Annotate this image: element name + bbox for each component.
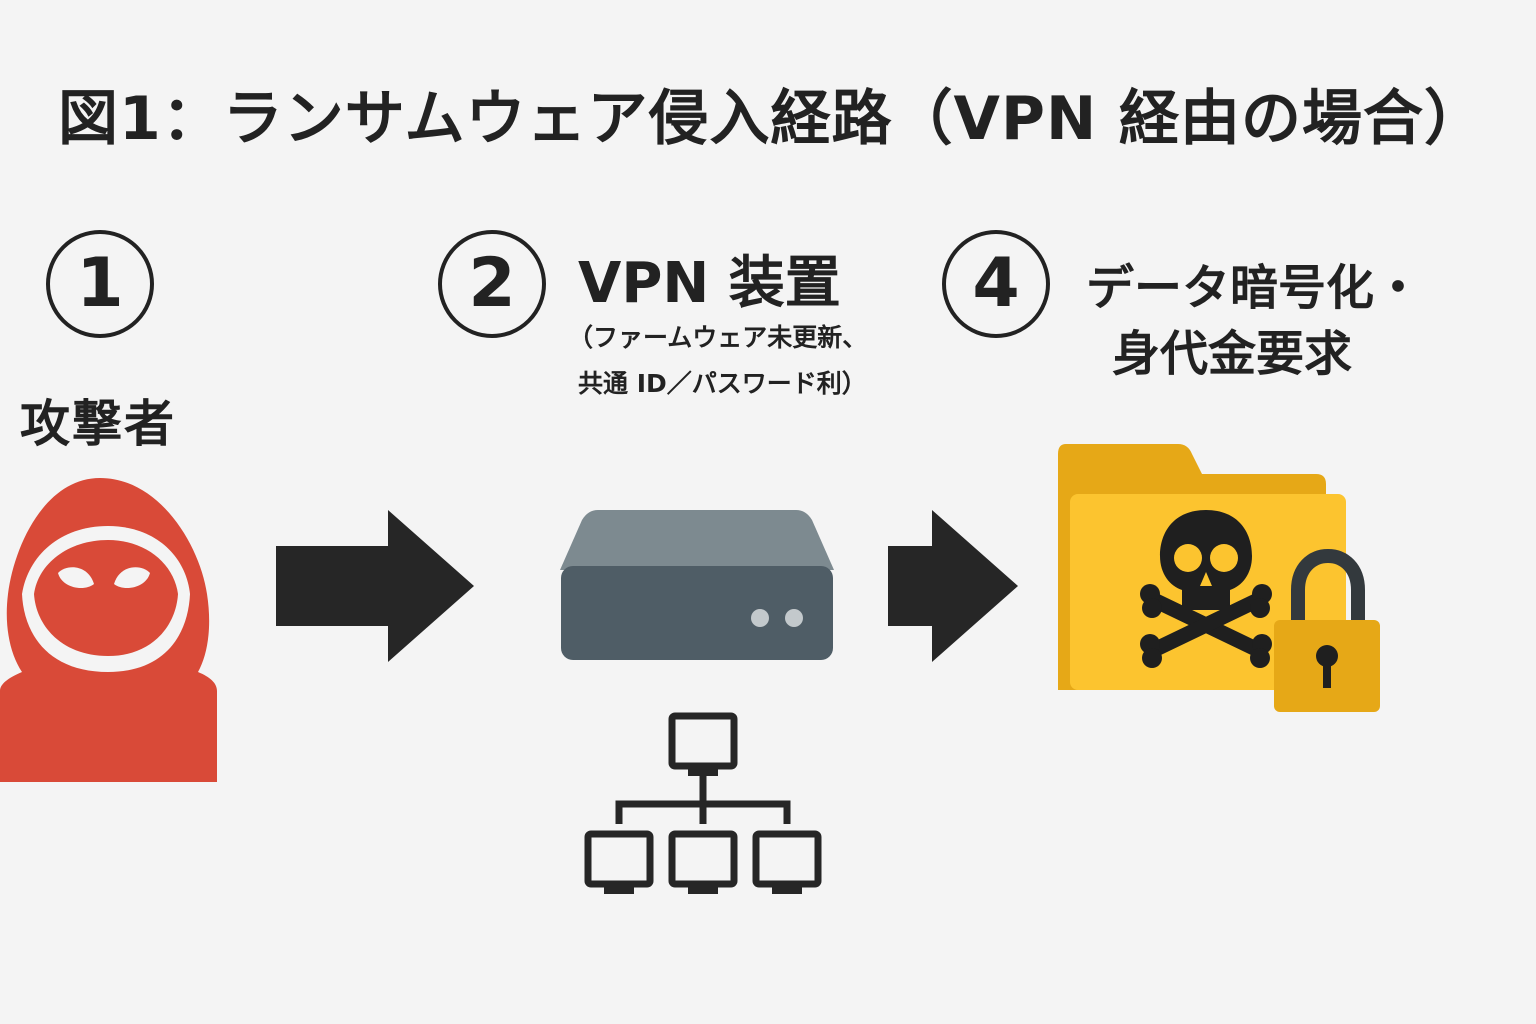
padlock-icon bbox=[1274, 548, 1380, 712]
step-4-number: 4 bbox=[942, 230, 1050, 338]
diagram-title: 図1：ランサムウェア侵入経路（VPN 経由の場合） bbox=[58, 84, 1486, 154]
network-tree-icon bbox=[584, 712, 822, 894]
hooded-attacker-icon bbox=[0, 478, 217, 782]
vpn-device-icon bbox=[560, 510, 834, 660]
step-1-label: 攻撃者 bbox=[20, 395, 176, 453]
arrow-right-icon bbox=[888, 510, 1018, 662]
step-4-label-line-1: データ暗号化・ bbox=[1086, 260, 1423, 316]
device-led bbox=[751, 609, 769, 627]
encrypted-folder-icon bbox=[1058, 444, 1380, 712]
step-2-label: VPN 装置 bbox=[578, 251, 841, 316]
device-led bbox=[785, 609, 803, 627]
step-2-note-line-1: （ファームウェア未更新、 bbox=[568, 323, 868, 352]
step-1-number: 1 bbox=[46, 230, 154, 338]
arrow-right-icon bbox=[276, 510, 474, 662]
step-4-label-line-2: 身代金要求 bbox=[1112, 326, 1353, 382]
step-2-note-line-2: 共通 ID／パスワード利） bbox=[578, 369, 867, 398]
skull-crossbones-icon bbox=[1140, 510, 1272, 668]
step-2-number: 2 bbox=[438, 230, 546, 338]
